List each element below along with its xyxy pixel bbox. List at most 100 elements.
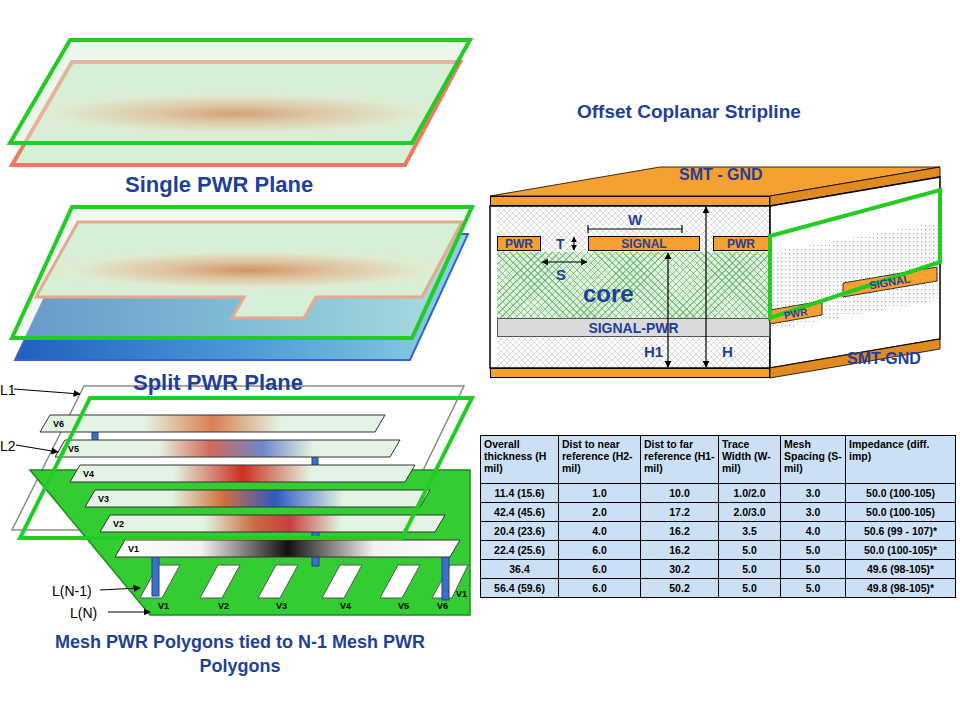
table-cell: 2.0 (558, 502, 641, 522)
table-cell: 11.4 (15.6) (480, 483, 559, 503)
ground-plane: SMT-GND (490, 368, 770, 378)
table-cell: 17.2 (640, 502, 719, 522)
table-cell: 20.4 (23.6) (480, 521, 559, 541)
mesh-slot (322, 565, 362, 598)
table-cell: 3.0 (780, 502, 846, 522)
power-trace-side-shape (770, 301, 822, 324)
layer-name: SMT - GND (679, 166, 763, 184)
height-dimension (667, 253, 668, 367)
dimension-label: T (556, 236, 565, 252)
table-cell: 6.0 (558, 578, 641, 598)
layer-label: L1 (0, 382, 16, 398)
layer-label: L(N) (70, 605, 97, 621)
mesh-power-polygon: V1 (115, 540, 460, 557)
core-dielectric: core (497, 252, 770, 318)
mesh-power-polygon-outline (40, 415, 385, 432)
layer-name: SMT-GND (847, 350, 921, 368)
table-header-cell: Dist to far reference (H1-mil) (640, 435, 719, 484)
width-dimension (588, 225, 682, 233)
table-cell: 6.0 (558, 559, 641, 579)
layer-pointer (108, 611, 150, 612)
rail-label: V4 (83, 469, 94, 479)
mesh-power-polygon-shape (70, 465, 415, 482)
rail-label: V4 (340, 601, 351, 611)
layer-label: L(N-1) (52, 583, 92, 599)
table-cell: 50.2 (640, 578, 719, 598)
rail-label: V3 (98, 494, 109, 504)
mesh-slot (200, 565, 240, 598)
table-cell: 5.0 (718, 540, 781, 560)
table-header-cell: Trace Width (W-mil) (718, 435, 781, 484)
rail-label: V1 (128, 544, 139, 554)
rail-label: V6 (53, 419, 64, 429)
table-cell: 42.4 (45.6) (480, 502, 559, 522)
table-cell: 36.4 (480, 559, 559, 579)
ground-plane-side-face (770, 339, 940, 378)
figure-title: Offset Coplanar Stripline (577, 101, 801, 123)
ground-plane-outline (10, 40, 470, 143)
table-cell: 1.0 (558, 483, 641, 503)
table-cell: 2.0/3.0 (718, 502, 781, 522)
table-cell: 22.4 (25.6) (480, 540, 559, 560)
mesh-power-polygon: V5 (55, 440, 400, 457)
mesh-power-polygon: V6 (40, 415, 385, 432)
mesh-slot (432, 565, 468, 598)
dimension-label: H (722, 343, 733, 360)
mesh-slot (140, 565, 180, 598)
layer-pointer (100, 588, 140, 590)
table-cell: 49.8 (98-105)* (845, 578, 956, 598)
table-header-cell: Impedance (diff. imp) (845, 435, 956, 484)
signal-power-layer: SIGNAL-PWR (497, 318, 770, 337)
mesh-slot (380, 565, 420, 598)
ground-plane: SMT - GND (490, 196, 770, 206)
trace-name: PWR (505, 237, 533, 251)
table-cell: 5.0 (718, 559, 781, 579)
table-cell: 56.4 (59.6) (480, 578, 559, 598)
table-cell: 50.0 (100-105)* (845, 540, 956, 560)
table-cell: 10.0 (640, 483, 719, 503)
dimension-label: H1 (644, 343, 663, 360)
mesh-power-polygon-outline (85, 490, 430, 507)
mesh-slot (258, 565, 298, 598)
layer-name: core (583, 280, 634, 308)
rail-label: V1 (158, 601, 169, 611)
height-dimension (705, 207, 706, 367)
mesh-power-polygon-shape (40, 415, 385, 432)
table-cell: 5.0 (780, 578, 846, 598)
mesh-power-polygon: V2 (100, 515, 445, 532)
rail-label: V6 (437, 601, 448, 611)
power-trace-side: PWR (770, 300, 822, 326)
signal-trace-side-shape (843, 267, 937, 297)
dimension-label: W (628, 211, 642, 228)
layer-pointer (16, 445, 58, 452)
spacing-dimension (542, 261, 587, 262)
table-cell: 5.0 (780, 559, 846, 579)
mesh-power-polygon-shape (100, 515, 445, 532)
mesh-power-polygon-outline (115, 540, 460, 557)
ground-plane (30, 470, 470, 615)
trace-name: SIGNAL (621, 237, 666, 251)
mesh-power-polygon-outline (100, 515, 445, 532)
rail-label: V1 (456, 589, 467, 599)
figure-caption: Single PWR Plane (125, 172, 313, 198)
ground-plane-outline (12, 207, 472, 338)
table-header-cell: Mesh Spacing (S-mil) (780, 435, 846, 484)
table-cell: 3.0 (780, 483, 846, 503)
table-header-cell: Dist to near reference (H2-mil) (558, 435, 641, 484)
table-cell: 3.5 (718, 521, 781, 541)
mesh-power-polygon-shape (115, 540, 460, 557)
thickness-dimension (574, 237, 575, 250)
dielectric-side (770, 222, 940, 330)
mesh-power-polygon: V3 (85, 490, 430, 507)
layer-pointer (14, 389, 80, 394)
table-cell: 5.0 (780, 540, 846, 560)
layer-name: SIGNAL-PWR (588, 320, 678, 336)
table-cell: 16.2 (640, 540, 719, 560)
table-cell: 49.6 (98-105)* (845, 559, 956, 579)
figure-caption: Mesh PWR Polygons tied to N-1 Mesh PWR P… (30, 630, 450, 679)
mesh-power-polygon-outline (55, 440, 400, 457)
